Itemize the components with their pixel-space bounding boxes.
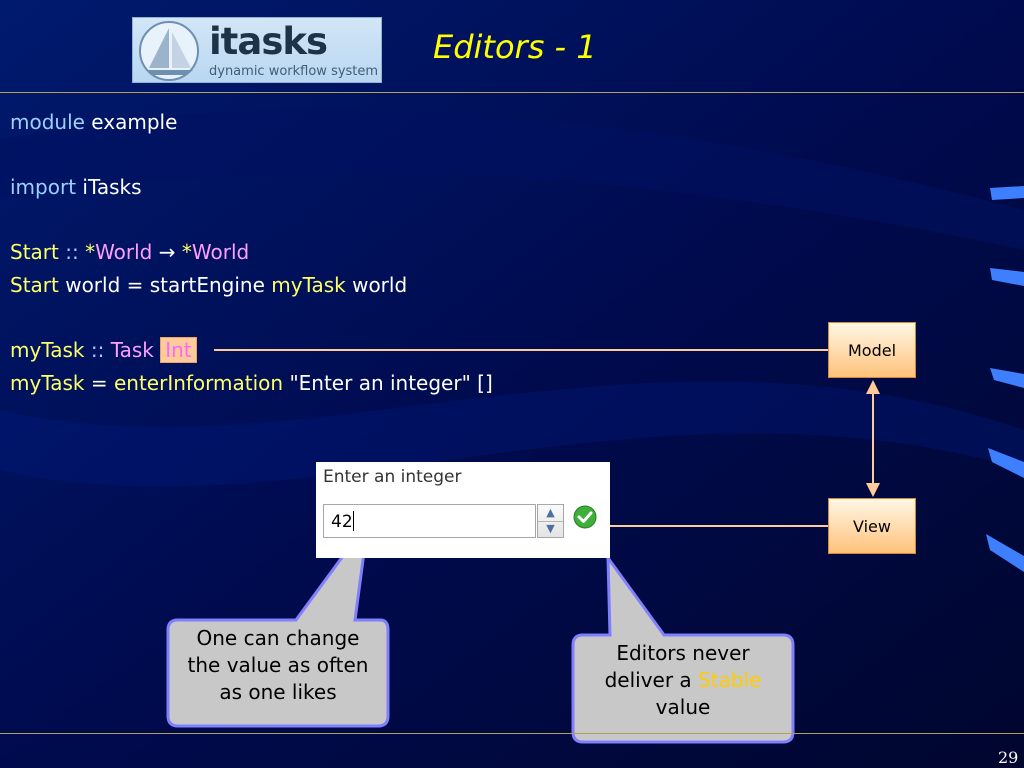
callout-line: the value as often — [187, 653, 369, 677]
decor-swoosh — [990, 186, 1024, 200]
text-caret — [352, 511, 354, 531]
slide-title: Editors - 1 — [433, 28, 597, 66]
code-line-import: import iTasks — [10, 175, 142, 199]
callout-text-part: deliver a — [604, 668, 699, 692]
callout-line: One can change — [196, 626, 360, 650]
itasks-logo: itasks dynamic workflow system — [132, 17, 382, 83]
code-function: Start — [10, 240, 59, 264]
code-keyword: module — [10, 110, 85, 134]
integer-value: 42 — [331, 512, 353, 532]
code-text: = — [84, 371, 114, 395]
code-keyword: import — [10, 175, 77, 199]
code-text: iTasks — [76, 175, 142, 199]
callout-line: as one likes — [219, 680, 337, 704]
stable-highlight: Stable — [698, 668, 762, 692]
code-text: world — [345, 273, 408, 297]
code-function: Start — [10, 273, 59, 297]
code-function: myTask — [271, 273, 346, 297]
valid-check-icon — [573, 505, 597, 529]
integer-input[interactable]: 42 — [323, 504, 536, 538]
code-line-start-type: Start :: *World → *World — [10, 240, 249, 264]
bottom-rule — [0, 733, 1024, 734]
code-line-mytask-def: myTask = enterInformation "Enter an inte… — [10, 371, 493, 395]
code-function: enterInformation — [113, 371, 284, 395]
code-sep: :: — [84, 338, 111, 362]
code-star: * — [85, 240, 96, 264]
code-sep: :: — [58, 240, 86, 264]
code-text: world = startEngine — [58, 273, 272, 297]
callout-line: value — [655, 695, 711, 719]
int-type-highlight: Int — [160, 337, 197, 363]
callout-left-text: One can change the value as often as one… — [172, 625, 384, 706]
code-star: * — [181, 240, 192, 264]
callout-right — [571, 553, 795, 744]
spinner-down-icon[interactable]: ▼ — [546, 522, 555, 535]
model-box: Model — [828, 322, 916, 378]
integer-spinner: ▲ ▼ — [537, 504, 564, 538]
view-box: View — [828, 498, 916, 554]
code-text: example — [84, 110, 178, 134]
code-string: "Enter an integer" [] — [283, 371, 493, 395]
callout-left — [166, 521, 390, 728]
logo-tagline: dynamic workflow system — [209, 64, 379, 79]
editor-label: Enter an integer — [323, 467, 462, 487]
code-type: World — [191, 240, 250, 264]
callout-line: deliver a Stable — [577, 667, 789, 694]
code-arrow: → — [152, 240, 182, 264]
code-type: Task — [110, 338, 154, 362]
code-line-mytask-type: myTask :: Task Int — [10, 337, 197, 363]
code-function: myTask — [10, 371, 85, 395]
sail-logo-icon — [139, 21, 199, 81]
logo-word: itasks — [209, 20, 328, 63]
page-number: 29 — [998, 748, 1019, 767]
callout-right-text: Editors never deliver a Stable value — [577, 640, 789, 721]
top-rule — [0, 92, 1024, 93]
code-line-module: module example — [10, 110, 177, 134]
callout-line: Editors never — [616, 641, 750, 665]
code-line-start-def: Start world = startEngine myTask world — [10, 273, 407, 297]
code-type: World — [95, 240, 153, 264]
code-function: myTask — [10, 338, 85, 362]
editor-panel: Enter an integer 42 ▲ ▼ — [316, 462, 610, 558]
spinner-up-icon[interactable]: ▲ — [538, 505, 563, 522]
